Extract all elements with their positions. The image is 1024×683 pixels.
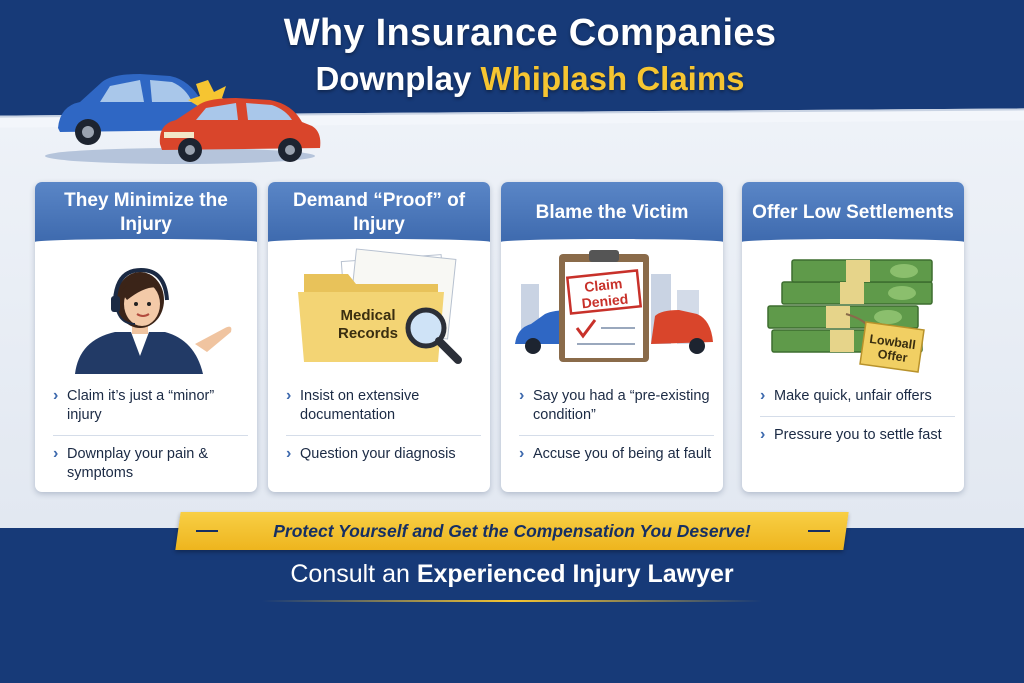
bullet-item: Accuse you of being at fault <box>519 435 714 474</box>
card-minimize-injury: They Minimize the Injury Claim it’s just… <box>35 182 257 492</box>
folder-label-records: Records <box>338 325 398 342</box>
bullet-item: Downplay your pain & symptoms <box>53 435 248 492</box>
cta-banner-text: Protect Yourself and Get the Compensatio… <box>273 520 751 541</box>
card-low-settlements: Offer Low Settlements Lowball Offer Make… <box>742 182 964 492</box>
card-demand-proof: Demand “Proof” of Injury Medical Records… <box>268 182 490 492</box>
card-heading: Blame the Victim <box>501 182 723 245</box>
consult-underline <box>262 600 762 602</box>
bullet-item: Make quick, unfair offers <box>760 386 955 416</box>
card-heading: Offer Low Settlements <box>742 182 964 245</box>
bullet-item: Claim it’s just a “minor” injury <box>53 386 248 435</box>
adjuster-headset-illustration <box>75 267 232 374</box>
footer-band <box>0 528 1024 683</box>
bullet-item: Insist on extensive documentation <box>286 386 481 435</box>
banner-dash-left <box>196 530 218 532</box>
bullet-item: Question your diagnosis <box>286 435 481 474</box>
bullet-list: Claim it’s just a “minor” injury Downpla… <box>53 386 248 492</box>
tag-lowball: Lowball <box>869 332 917 352</box>
bullet-list: Make quick, unfair offers Pressure you t… <box>760 386 955 455</box>
title-whiplash-claims: Whiplash Claims <box>480 60 745 97</box>
folder-label-medical: Medical <box>340 307 395 324</box>
bullet-item: Say you had a “pre-existing condition” <box>519 386 714 435</box>
page-title-line-2: Downplay Whiplash Claims <box>150 60 910 98</box>
money-stack-illustration: Lowball Offer <box>767 259 933 373</box>
card-blame-victim: Blame the Victim Claim Denied Say you ha… <box>501 182 723 492</box>
page-title-line-1: Why Insurance Companies <box>283 12 777 54</box>
claim-denied-illustration: Claim Denied <box>515 250 713 362</box>
stamp-denied: Denied <box>581 291 629 312</box>
consult-lawyer-heading: Consult an Experienced Injury Lawyer <box>200 560 824 589</box>
bullet-list: Say you had a “pre-existing condition” A… <box>519 386 714 474</box>
car-crash-illustration <box>45 74 321 164</box>
consult-prefix: Consult an <box>290 560 410 588</box>
bullet-list: Insist on extensive documentation Questi… <box>286 386 481 474</box>
consult-bold: Experienced Injury Lawyer <box>416 560 734 588</box>
tag-offer: Offer <box>877 347 909 365</box>
card-heading: They Minimize the Injury <box>35 182 257 245</box>
banner-dash-right <box>808 530 830 532</box>
card-heading: Demand “Proof” of Injury <box>268 182 490 245</box>
medical-records-folder-illustration: Medical Records <box>298 248 462 364</box>
stamp-claim: Claim <box>583 275 623 295</box>
title-downplay: Downplay <box>315 60 472 97</box>
bullet-item: Pressure you to settle fast <box>760 416 955 455</box>
